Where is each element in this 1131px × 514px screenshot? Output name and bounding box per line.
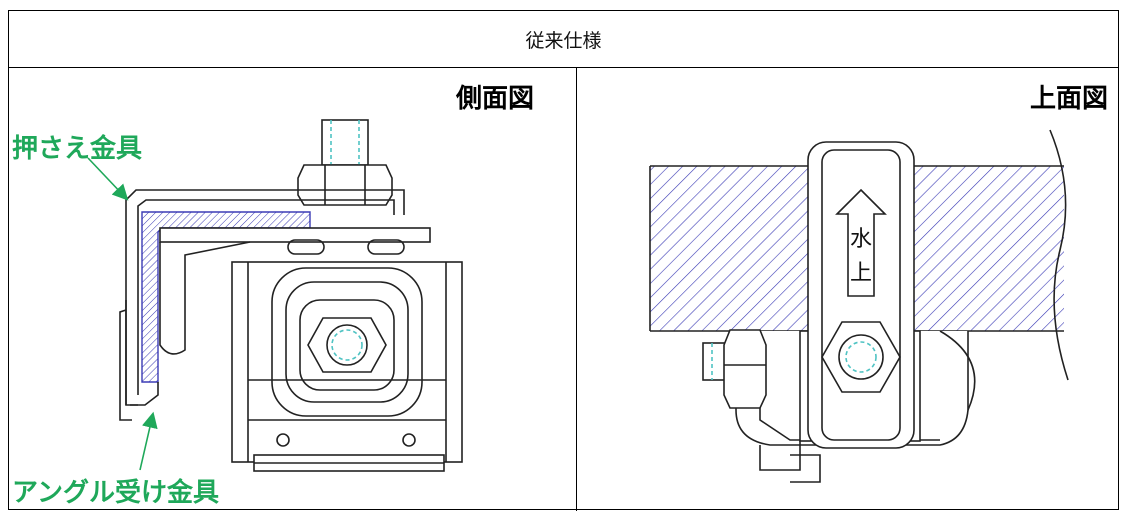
- side-view-drawing: [119, 119, 463, 472]
- diagram-table: 従来仕様: [8, 10, 1119, 511]
- angle-bracket-callout-arrow: [139, 411, 158, 471]
- flow-up-arrow-icon: [835, 188, 887, 297]
- arrow-label-2: 上: [850, 261, 872, 286]
- header-title: 従来仕様: [525, 29, 602, 52]
- clamp-outer: [125, 189, 405, 406]
- side-view-title: 側面図: [456, 84, 535, 114]
- clamp-callout: 押さえ金具: [12, 134, 143, 164]
- column-divider: [576, 67, 577, 511]
- clamp-callout-arrow: [87, 157, 129, 201]
- top-view-title: 上面図: [1030, 84, 1109, 114]
- table-header: 従来仕様: [9, 11, 1118, 68]
- angle-bracket-callout: アングル受け金具: [12, 478, 219, 508]
- arrow-label-1: 水: [850, 227, 872, 252]
- top-view-drawing: [649, 129, 1069, 483]
- top-nut: [297, 164, 393, 206]
- threaded-rod: [321, 119, 369, 166]
